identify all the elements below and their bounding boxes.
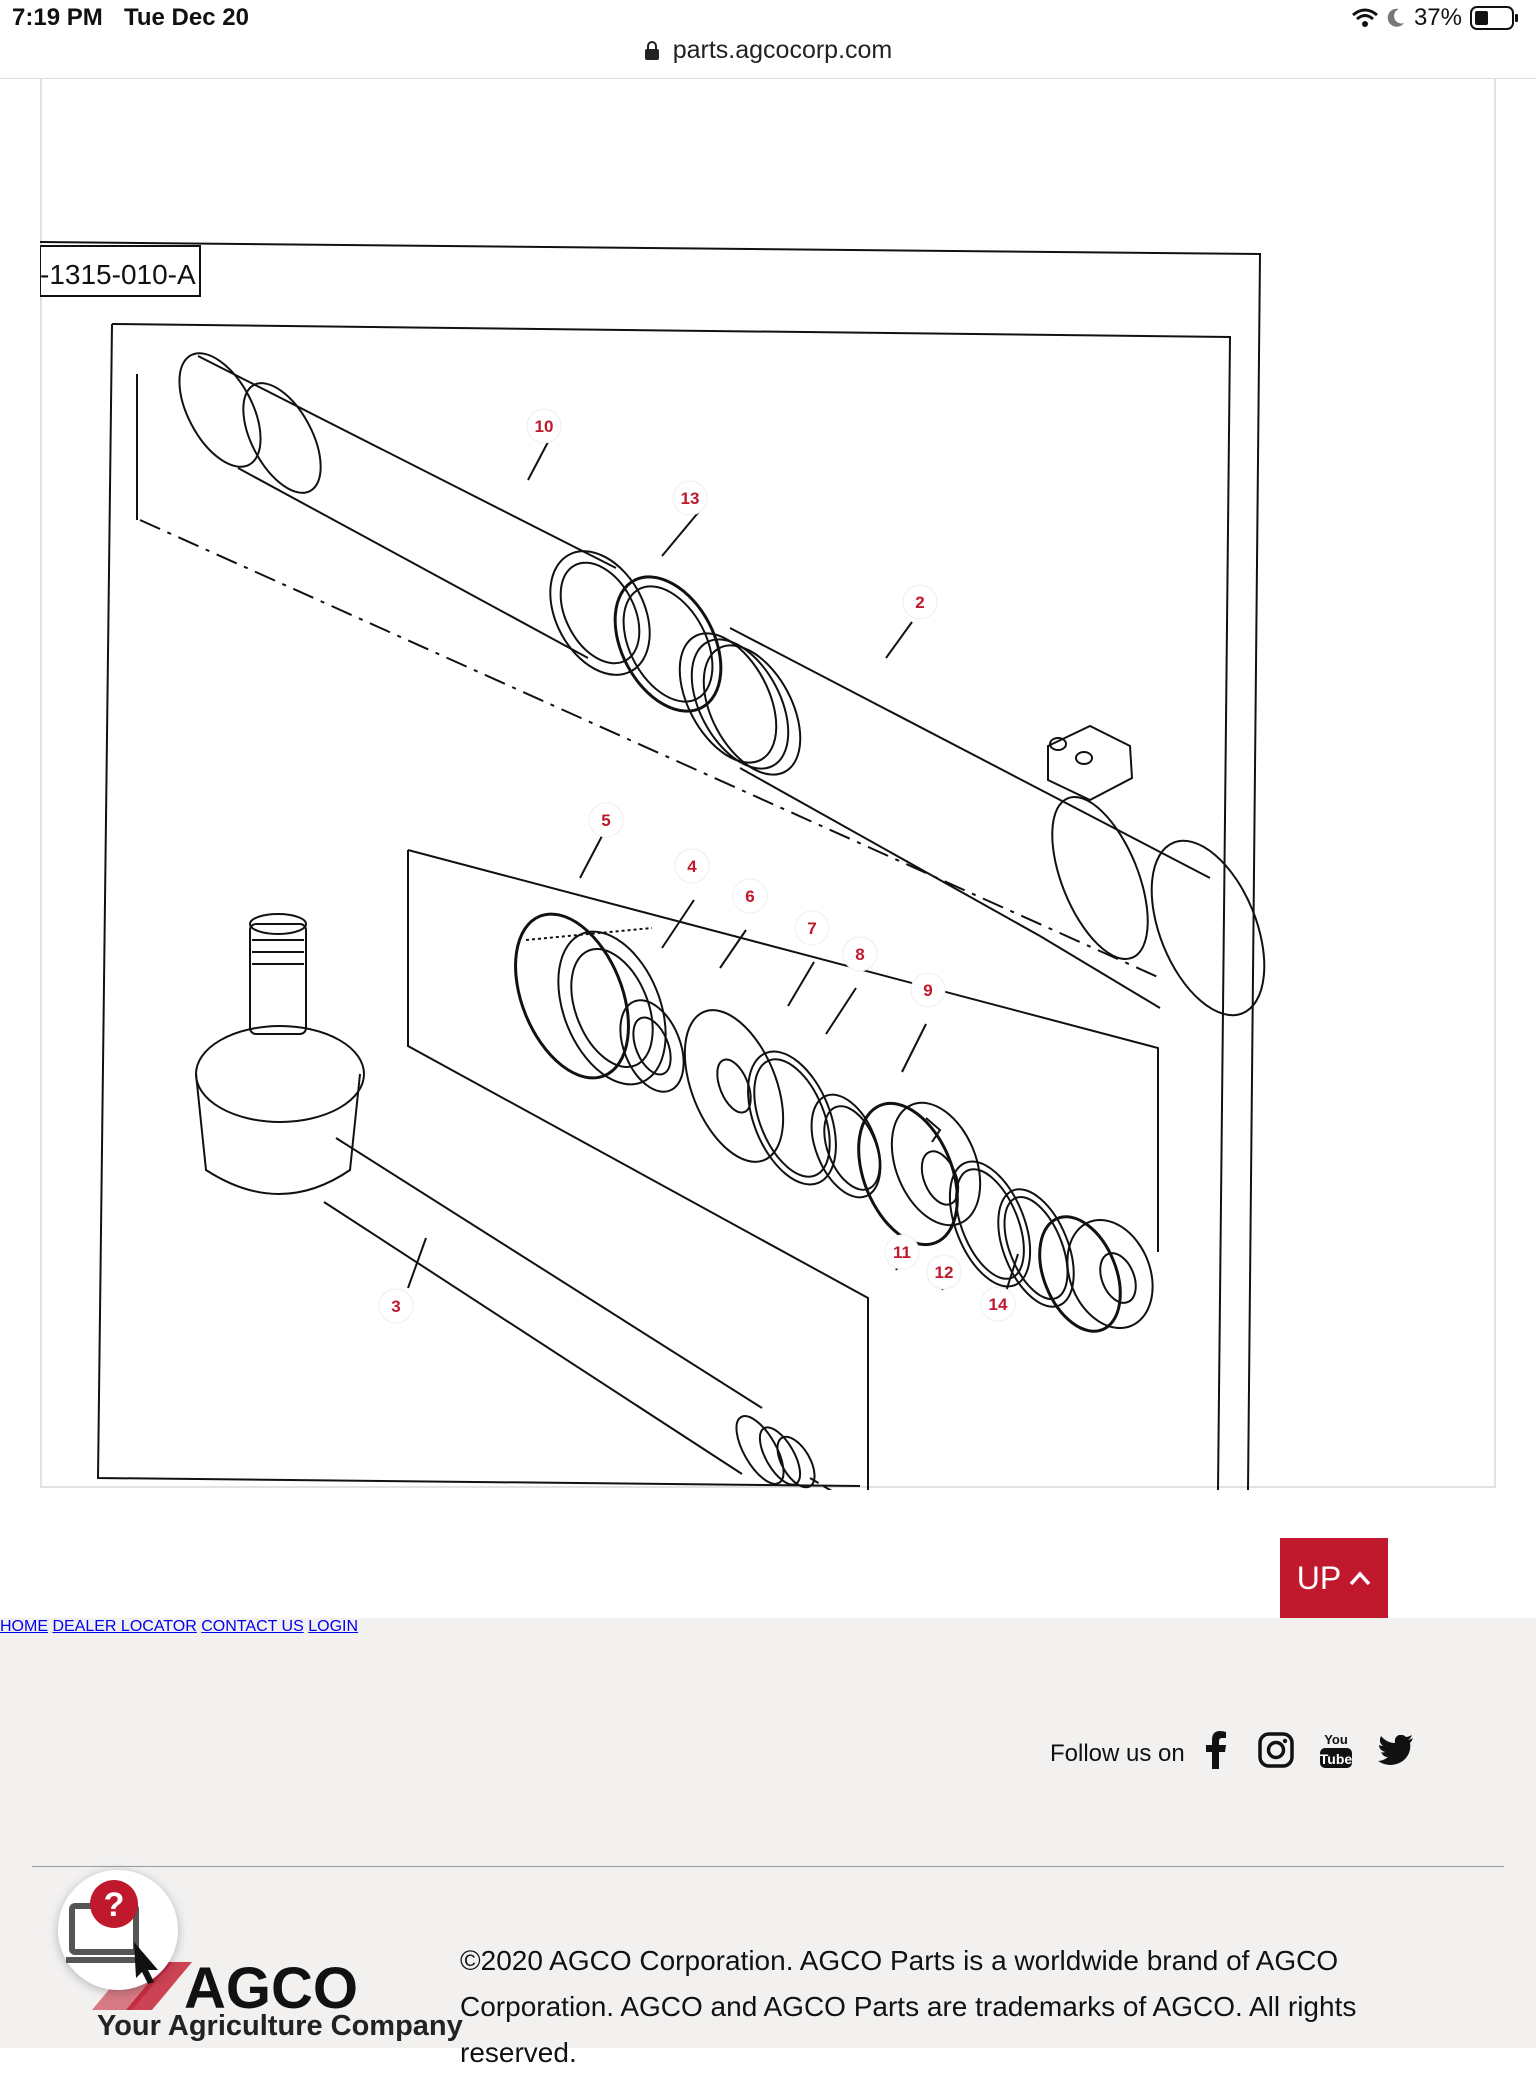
- diagram-frame: [40, 78, 1496, 1488]
- svg-text:3: 3: [391, 1297, 400, 1316]
- chevron-up-icon: [1349, 1571, 1371, 1586]
- figure-id: -1315-010-A: [40, 259, 196, 290]
- svg-text:You: You: [1324, 1732, 1348, 1747]
- help-widget-button[interactable]: ?: [58, 1870, 178, 1990]
- footer-link-home[interactable]: HOME: [0, 1618, 48, 1635]
- callout-9[interactable]: 9: [910, 972, 946, 1008]
- status-time: 7:19 PM: [12, 4, 103, 31]
- footer-link-login[interactable]: LOGIN: [308, 1618, 359, 1635]
- svg-text:9: 9: [923, 981, 932, 1000]
- svg-text:10: 10: [535, 417, 554, 436]
- twitter-icon[interactable]: [1376, 1730, 1416, 1770]
- status-date: Tue Dec 20: [124, 4, 249, 31]
- svg-text:6: 6: [745, 887, 754, 906]
- svg-text:4: 4: [687, 857, 697, 876]
- callout-13[interactable]: 13: [672, 480, 708, 516]
- battery-percent: 37%: [1413, 4, 1462, 31]
- svg-text:7: 7: [807, 919, 816, 938]
- svg-text:12: 12: [935, 1263, 954, 1282]
- callout-4[interactable]: 4: [674, 848, 710, 884]
- callout-5[interactable]: 5: [588, 802, 624, 838]
- footer-link-dealer-locator[interactable]: DEALER LOCATOR: [52, 1618, 197, 1635]
- footer-divider: [32, 1866, 1504, 1867]
- logo-wordmark: AGCO: [184, 1958, 358, 2014]
- status-icons: 37%: [1351, 4, 1520, 32]
- svg-text:14: 14: [989, 1295, 1008, 1314]
- svg-text:5: 5: [601, 811, 610, 830]
- help-question-icon: ?: [66, 1880, 158, 1984]
- callout-11[interactable]: 11: [884, 1234, 920, 1270]
- svg-text:Tube: Tube: [1320, 1751, 1353, 1767]
- callout-8[interactable]: 8: [842, 936, 878, 972]
- callout-12[interactable]: 12: [926, 1254, 962, 1290]
- figure-id-box: [40, 245, 201, 297]
- svg-text:8: 8: [855, 945, 864, 964]
- url-bar[interactable]: parts.agcocorp.com: [0, 36, 1536, 78]
- callout-6[interactable]: 6: [732, 878, 768, 914]
- status-bar: 7:19 PM Tue Dec 20 37%: [0, 0, 1536, 40]
- agco-logo[interactable]: AGCO: [92, 1956, 422, 2021]
- callout-7[interactable]: 7: [794, 910, 830, 946]
- footer-link-contact-us[interactable]: CONTACT US: [201, 1618, 304, 1635]
- callout-3[interactable]: 3: [378, 1288, 414, 1324]
- footer: HOME DEALER LOCATOR CONTACT US LOGIN Fol…: [0, 1618, 1536, 2068]
- callout-10[interactable]: 10: [526, 408, 562, 444]
- callout-14[interactable]: 14: [980, 1286, 1016, 1322]
- svg-text:?: ?: [104, 1886, 125, 1924]
- lock-icon: [644, 41, 659, 61]
- scroll-up-button[interactable]: UP: [1280, 1538, 1388, 1618]
- header-divider: [0, 78, 1536, 79]
- follow-us-label: Follow us on: [1050, 1740, 1185, 1767]
- svg-text:2: 2: [915, 593, 924, 612]
- svg-text:11: 11: [893, 1243, 911, 1262]
- instagram-icon[interactable]: [1256, 1730, 1296, 1770]
- facebook-icon[interactable]: [1196, 1730, 1236, 1770]
- moon-icon: [1387, 8, 1404, 27]
- copyright-text: ©2020 AGCO Corporation. AGCO Parts is a …: [460, 1945, 1357, 2068]
- svg-text:13: 13: [681, 489, 700, 508]
- logo-tagline: Your Agriculture Company: [97, 2010, 463, 2042]
- callout-2[interactable]: 2: [902, 584, 938, 620]
- url-text: parts.agcocorp.com: [672, 36, 893, 64]
- battery-icon: [1470, 6, 1518, 30]
- wifi-icon: [1351, 8, 1378, 27]
- scroll-up-label: UP: [1296, 1559, 1342, 1596]
- parts-diagram: -1315-010-A 10 13 2 5 4 6 7 8 9 11 12 14…: [40, 241, 1266, 1490]
